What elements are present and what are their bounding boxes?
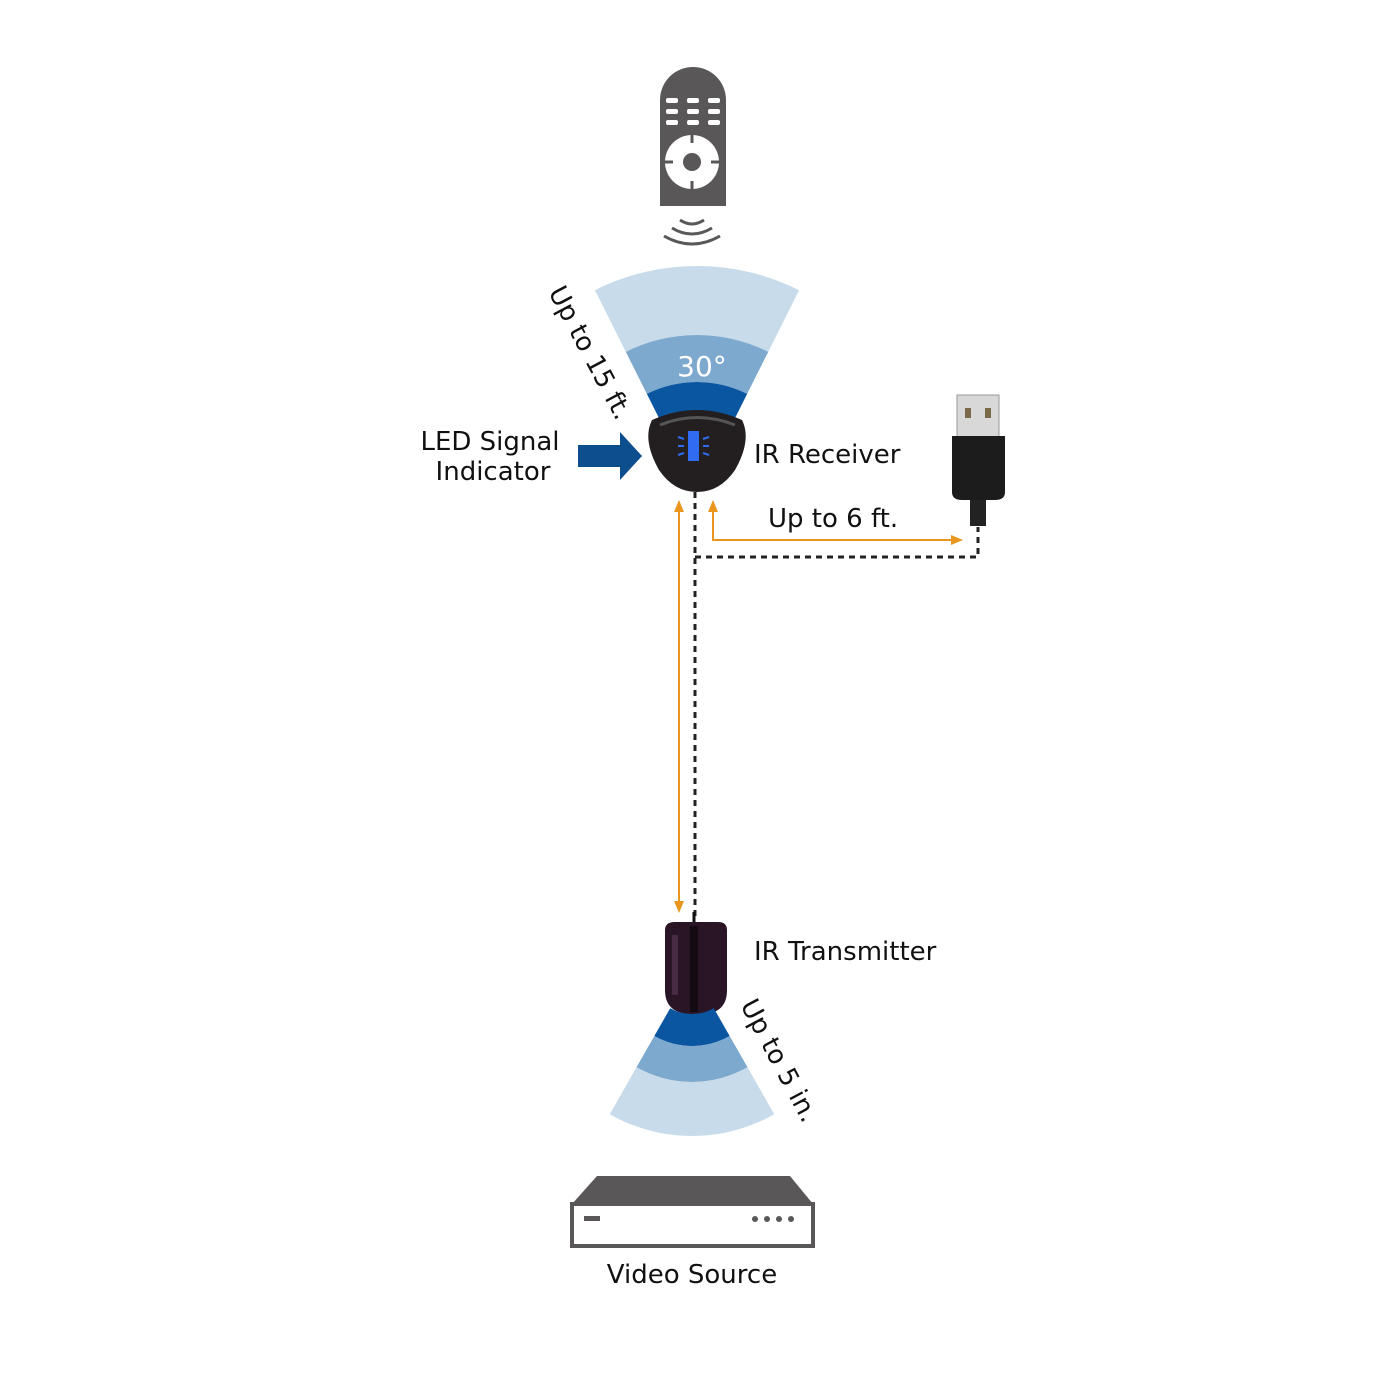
usb-plug-icon bbox=[952, 394, 1005, 526]
ir-receiver-label: IR Receiver bbox=[754, 440, 901, 470]
usb-range-label: Up to 6 ft. bbox=[768, 504, 898, 534]
angle-label: 30° bbox=[677, 350, 727, 383]
dimension-arrowheads bbox=[674, 500, 963, 913]
beam-band-middle bbox=[625, 335, 769, 394]
ir-transmitter-device bbox=[665, 912, 727, 1014]
video-source-label: Video Source bbox=[607, 1260, 777, 1290]
remote-control-icon bbox=[660, 67, 726, 206]
beam-band-inner bbox=[646, 381, 748, 423]
cable-dashed-line bbox=[693, 492, 980, 920]
signal-waves-icon bbox=[663, 218, 721, 246]
beam-band-inner bbox=[654, 1008, 730, 1046]
beam-band-outer bbox=[609, 1067, 775, 1136]
led-label-line2: Indicator bbox=[436, 457, 551, 487]
led-label-line1: LED Signal bbox=[420, 427, 559, 457]
beam-band-outer bbox=[594, 266, 800, 352]
led-indicator-icon bbox=[688, 431, 699, 461]
receiver-beam-cone bbox=[594, 266, 800, 423]
transmitter-beam-cone bbox=[609, 1008, 775, 1136]
ir-transmitter-label: IR Transmitter bbox=[754, 937, 937, 967]
video-source-device-icon bbox=[570, 1176, 815, 1248]
dimension-lines bbox=[678, 508, 955, 905]
beam-band-middle bbox=[636, 1036, 748, 1082]
ir-receiver-device bbox=[648, 410, 746, 492]
led-indicator-arrow-icon bbox=[578, 432, 642, 480]
